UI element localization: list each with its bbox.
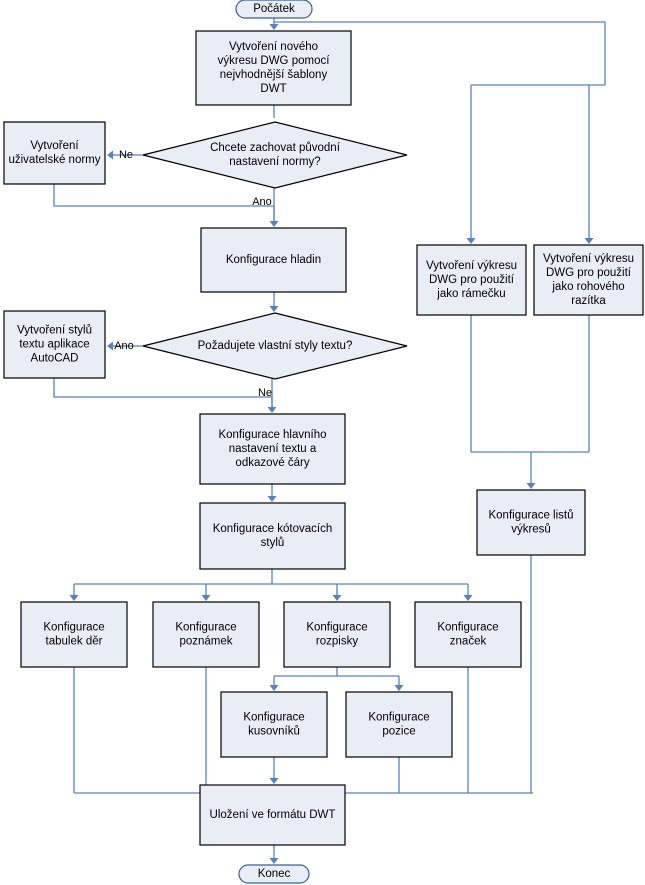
- process-shape: [345, 691, 453, 758]
- arrowhead-arrow-to-bom: [269, 685, 279, 691]
- process-shape: [3, 121, 106, 185]
- node-label-config-layers: Konfigurace hladin: [226, 254, 321, 266]
- node-end[interactable]: Konec: [238, 864, 310, 884]
- edge-label-edge-label-ano-textstyles: Ano: [114, 340, 134, 352]
- arrowhead-arrow-to-decision2: [269, 306, 279, 312]
- process-shape: [533, 244, 644, 316]
- decision-shape: [142, 121, 408, 189]
- node-decision-textstyles[interactable]: Požadujete vlastní styly textu?: [142, 312, 408, 380]
- process-shape: [476, 489, 586, 556]
- connector-layer: [53, 18, 606, 861]
- node-start[interactable]: Počátek: [235, 0, 313, 19]
- node-label-decision-textstyles: Požadujete vlastní styly textu?: [198, 340, 353, 352]
- connector-acad-down-to-text: [53, 378, 273, 410]
- process-shape: [414, 601, 522, 668]
- edge-label-edge-label-ne-standard: Ne: [119, 149, 133, 161]
- process-shape: [20, 601, 128, 668]
- arrowhead-arrow-to-end: [269, 858, 279, 864]
- edge-label-edge-label-ne-textstyles: Ne: [258, 387, 272, 399]
- process-shape: [195, 30, 352, 106]
- arrowhead-arrow-to-notes: [201, 595, 211, 601]
- terminator-shape: [238, 864, 310, 884]
- arrowhead-arrow-to-titleblock: [332, 595, 342, 601]
- arrowhead-arrow-to-save: [269, 778, 279, 784]
- arrowhead-arrow-to-sheets: [526, 483, 536, 489]
- terminator-shape: [235, 0, 313, 19]
- process-shape: [283, 601, 391, 668]
- process-shape: [199, 784, 346, 846]
- node-label-end: Konec: [258, 868, 291, 880]
- arrowhead-arrow-to-symbols: [463, 595, 473, 601]
- arrowhead-arrow-no-userstd: [107, 150, 113, 160]
- arrowhead-arrow-ano-acad: [107, 341, 113, 351]
- process-shape: [152, 601, 260, 668]
- connector-start-to-right-branch: [274, 21, 606, 85]
- arrowhead-arrow-to-stamp: [584, 238, 594, 244]
- arrowhead-arrow-to-balloons: [394, 685, 404, 691]
- arrowhead-arrow-to-text: [267, 407, 277, 413]
- edge-label-edge-label-ano-standard: Ano: [252, 196, 272, 208]
- node-label-save-dwt: Uložení ve formátu DWT: [210, 809, 336, 821]
- node-label-start: Počátek: [253, 3, 295, 15]
- process-shape: [220, 691, 328, 758]
- process-shape: [200, 227, 347, 293]
- process-shape: [199, 502, 346, 570]
- process-shape: [199, 413, 346, 485]
- arrowhead-layer: [69, 24, 594, 864]
- connector-userstd-down-to-layers: [53, 184, 275, 224]
- arrowhead-arrow-to-create: [269, 24, 279, 30]
- arrowhead-arrow-to-holes: [69, 595, 79, 601]
- node-config-layers[interactable]: Konfigurace hladin: [200, 227, 347, 293]
- process-shape: [416, 244, 527, 316]
- arrowhead-arrow-to-layers: [269, 221, 279, 227]
- node-save-dwt[interactable]: Uložení ve formátu DWT: [199, 784, 346, 846]
- arrowhead-arrow-to-frame: [466, 238, 476, 244]
- decision-shape: [142, 312, 408, 380]
- process-shape: [3, 310, 106, 379]
- arrowhead-arrow-to-dim: [267, 496, 277, 502]
